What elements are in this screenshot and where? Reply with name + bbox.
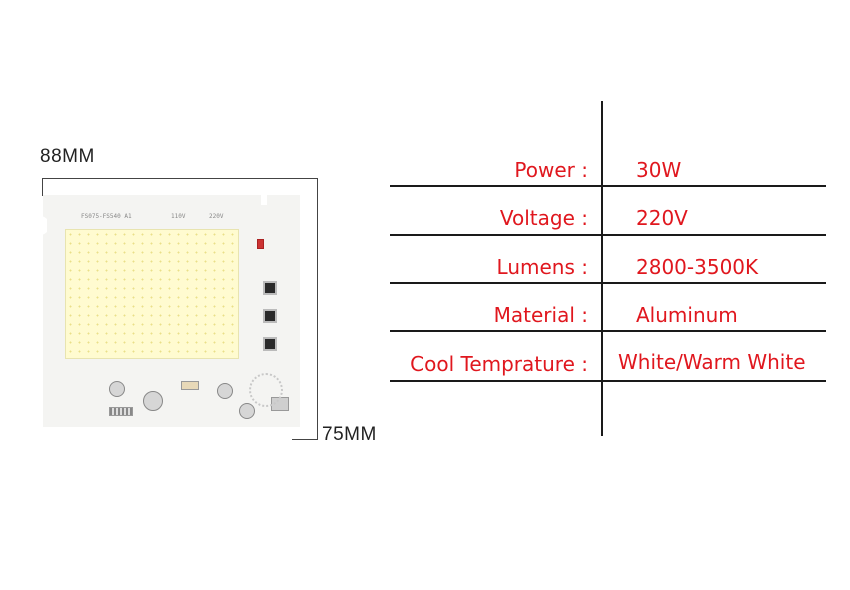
resistor — [181, 381, 199, 390]
spec-value-color-temperature: White/Warm White — [618, 350, 806, 374]
height-dimension-tick — [292, 439, 318, 440]
height-dimension-label: 75MM — [322, 424, 377, 445]
spec-value-power: 30W — [636, 158, 682, 182]
spec-value-lumens: 2800-3500K — [636, 255, 759, 279]
spec-row-separator — [390, 282, 826, 284]
spec-label-power: Power : — [514, 158, 588, 182]
driver-chip — [263, 309, 277, 323]
spec-value-voltage: 220V — [636, 206, 688, 230]
width-dimension-tick — [42, 178, 43, 196]
spec-label-color-temperature: Cool Temprature : — [410, 352, 588, 376]
board-voltage-mark-1: 110V — [171, 213, 186, 220]
width-dimension-label: 88MM — [40, 146, 95, 167]
capacitor — [143, 391, 163, 411]
driver-chip — [263, 337, 277, 351]
spec-label-lumens: Lumens : — [496, 255, 588, 279]
board-indicator — [257, 239, 264, 249]
spec-table-divider — [601, 101, 603, 436]
spec-row-separator — [390, 185, 826, 187]
height-dimension-line — [317, 178, 318, 440]
spec-row-separator — [390, 234, 826, 236]
capacitor — [109, 381, 125, 397]
width-dimension-line — [42, 178, 318, 179]
led-cob-board: FS075-FS540 A1 110V 220V — [43, 195, 300, 427]
spec-row-separator — [390, 380, 826, 382]
led-chip-array — [65, 229, 239, 359]
board-model-text: FS075-FS540 A1 — [81, 213, 132, 220]
spec-label-voltage: Voltage : — [499, 206, 588, 230]
spec-value-material: Aluminum — [636, 303, 738, 327]
board-marking-ring — [249, 373, 283, 407]
spec-label-material: Material : — [493, 303, 588, 327]
board-voltage-mark-2: 220V — [209, 213, 224, 220]
driver-chip — [263, 281, 277, 295]
spec-row-separator — [390, 330, 826, 332]
capacitor — [217, 383, 233, 399]
coil — [109, 407, 133, 416]
capacitor — [239, 403, 255, 419]
